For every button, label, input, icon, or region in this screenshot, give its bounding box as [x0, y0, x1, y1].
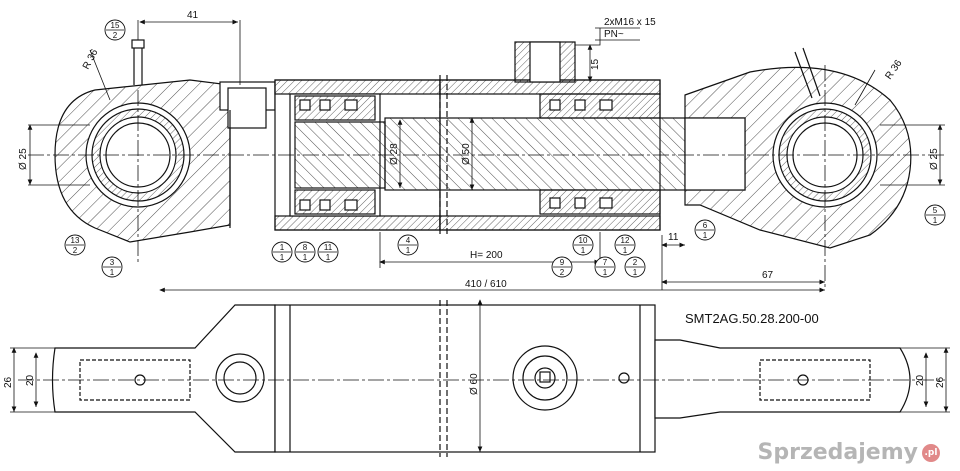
dim-26-left: 26	[3, 376, 14, 388]
balloon-10: 101	[572, 234, 594, 256]
external-dimensions	[10, 347, 950, 413]
balloon-qty: 1	[110, 268, 115, 277]
balloon-9: 92	[551, 256, 573, 278]
balloon-number: 13	[71, 236, 80, 245]
balloon-number: 9	[560, 258, 565, 267]
balloon-qty: 1	[406, 246, 411, 255]
balloon-number: 5	[933, 206, 938, 215]
balloon-number: 11	[324, 243, 333, 252]
balloon-qty: 1	[326, 253, 331, 262]
balloon-qty: 1	[703, 231, 708, 240]
balloon-number: 10	[579, 236, 588, 245]
balloon-qty: 1	[933, 216, 938, 225]
balloon-qty: 1	[280, 253, 285, 262]
balloon-qty: 2	[560, 268, 565, 277]
dim-dia28: Ø 28	[389, 143, 400, 165]
dim-r36-right: R 36	[883, 58, 904, 82]
balloon-4: 41	[397, 234, 419, 256]
balloon-1: 11	[271, 241, 293, 263]
balloon-7: 71	[594, 256, 616, 278]
balloon-2: 21	[624, 256, 646, 278]
dim-r36-left: R 36	[81, 47, 101, 71]
balloon-6: 61	[694, 219, 716, 241]
dim-port-pn: PN~	[604, 29, 624, 40]
dim-20-right: 20	[915, 374, 926, 386]
balloon-number: 15	[111, 21, 120, 30]
dim-port-thread: 2xM16 x 15	[604, 17, 656, 28]
balloon-12: 121	[614, 234, 636, 256]
balloon-13: 132	[64, 234, 86, 256]
balloon-qty: 2	[73, 246, 78, 255]
external-view	[18, 299, 945, 457]
dim-dia25-left: Ø 25	[18, 148, 29, 170]
part-code: SMT2AG.50.28.200-00	[685, 311, 819, 326]
balloon-15: 152	[104, 19, 126, 41]
balloon-qty: 1	[623, 246, 628, 255]
balloon-qty: 1	[633, 268, 638, 277]
balloon-number: 1	[280, 243, 285, 252]
dim-26-right: 26	[935, 376, 946, 388]
balloon-number: 8	[303, 243, 308, 252]
watermark-text: Sprzedajemy	[757, 440, 919, 465]
dim-dia60: Ø 60	[469, 373, 480, 395]
balloon-number: 3	[110, 258, 115, 267]
balloon-number: 12	[621, 236, 630, 245]
balloon-number: 7	[603, 258, 608, 267]
balloon-qty: 1	[581, 246, 586, 255]
dim-dia50: Ø 50	[461, 143, 472, 165]
dim-20-left: 20	[25, 374, 36, 386]
watermark-suffix: .pl	[922, 443, 940, 462]
balloon-11: 111	[317, 241, 339, 263]
balloon-5: 51	[924, 204, 946, 226]
dim-67: 67	[762, 270, 774, 281]
balloon-number: 2	[633, 258, 638, 267]
dim-stroke: H= 200	[470, 250, 503, 261]
section-view	[28, 39, 945, 290]
balloon-3: 31	[101, 256, 123, 278]
watermark: Sprzedajemy .pl	[757, 440, 940, 465]
dim-dia25-right: Ø 25	[929, 148, 940, 170]
dim-total: 410 / 610	[465, 279, 507, 290]
dim-11: 11	[668, 232, 679, 243]
balloon-number: 6	[703, 221, 708, 230]
balloon-qty: 1	[303, 253, 308, 262]
balloon-qty: 1	[603, 268, 608, 277]
balloon-number: 4	[406, 236, 411, 245]
dim-41: 41	[187, 10, 199, 21]
dim-port-15: 15	[590, 58, 601, 70]
balloon-8: 81	[294, 241, 316, 263]
balloon-qty: 2	[113, 31, 118, 40]
